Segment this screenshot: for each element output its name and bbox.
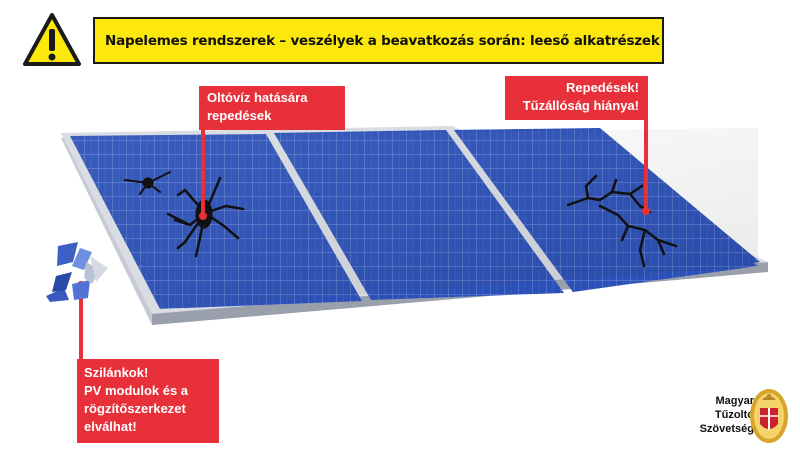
callout-line: repedések <box>207 108 272 123</box>
page-title: Napelemes rendszerek – veszélyek a beava… <box>93 17 664 64</box>
callout-line: PV modulok és a <box>84 383 189 398</box>
organization-name: Magyar Tűzoltó Szövetség <box>672 394 754 436</box>
callout-line: rögzítőszerkezet <box>84 401 186 416</box>
callout-shards: Szilánkok! PV modulok és a rögzítőszerke… <box>77 359 219 443</box>
org-name-line: Magyar <box>715 395 754 407</box>
callout-line: elválhat! <box>84 419 137 434</box>
callout-line: Szilánkok! <box>84 365 149 380</box>
org-name-line: Tűzoltó <box>714 409 754 421</box>
crack-right <box>566 174 678 268</box>
coat-of-arms-emblem <box>750 389 788 443</box>
shards-icon <box>46 242 108 302</box>
crack-left <box>124 171 245 258</box>
callout-line: Repedések! <box>566 80 639 95</box>
warning-triangle-icon <box>23 13 81 66</box>
callout-water-cracks: Oltóvíz hatására repedések <box>199 86 345 130</box>
callout-line: Oltóvíz hatására <box>207 90 308 105</box>
callout-cracks-fire-resistance: Repedések! Tűzállóság hiánya! <box>505 76 647 120</box>
callout-line: Tűzállóság hiánya! <box>522 98 639 113</box>
org-name-line: Szövetség <box>699 423 754 435</box>
